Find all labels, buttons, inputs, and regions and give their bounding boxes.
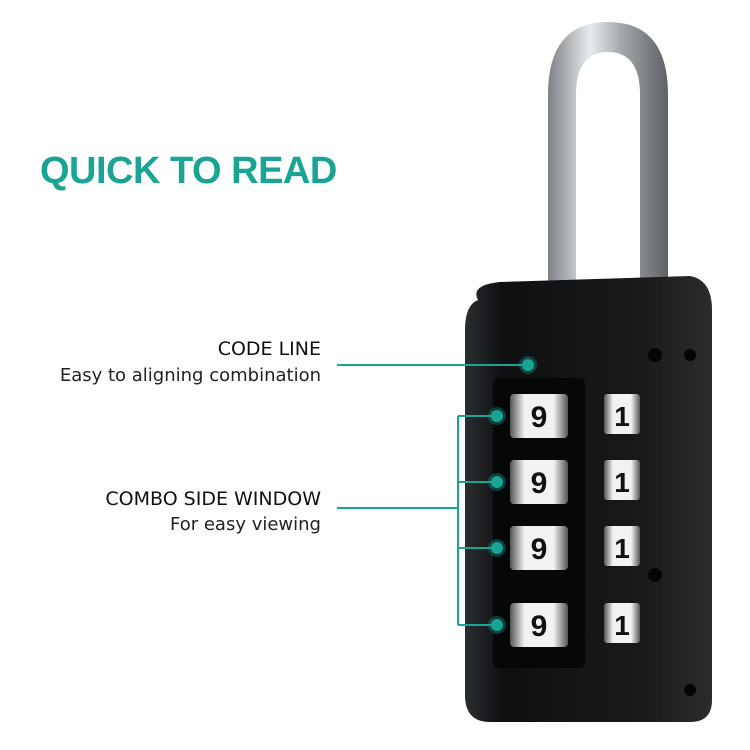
code-line-title: CODE LINE [217,338,321,360]
dial-digit: 9 [531,610,548,643]
shackle [548,22,668,300]
combo-window-subtitle: For easy viewing [170,514,321,535]
code-line-dot [522,359,534,371]
side-window [604,603,640,643]
callout-dot [491,410,503,422]
side-window-digit: 1 [614,533,630,564]
side-window-digit: 1 [614,401,630,432]
side-window [604,460,640,500]
dial-digit: 9 [531,401,548,434]
combo-window-title: COMBO SIDE WINDOW [105,488,321,510]
callout-dot [491,476,503,488]
callout-dot [491,619,503,631]
combination-dial[interactable] [510,526,568,570]
combination-dial[interactable] [510,603,568,647]
code-line-subtitle: Easy to aligning combination [59,365,321,386]
combination-dial[interactable] [510,460,568,504]
combination-dial[interactable] [510,394,568,438]
side-window [604,394,640,434]
side-window [604,526,640,566]
dial-digit: 9 [531,533,548,566]
headline: QUICK TO READ [40,150,337,192]
dial-digit: 9 [531,467,548,500]
side-window-digit: 1 [614,467,630,498]
side-window-digit: 1 [614,610,630,641]
callout-dot [491,542,503,554]
